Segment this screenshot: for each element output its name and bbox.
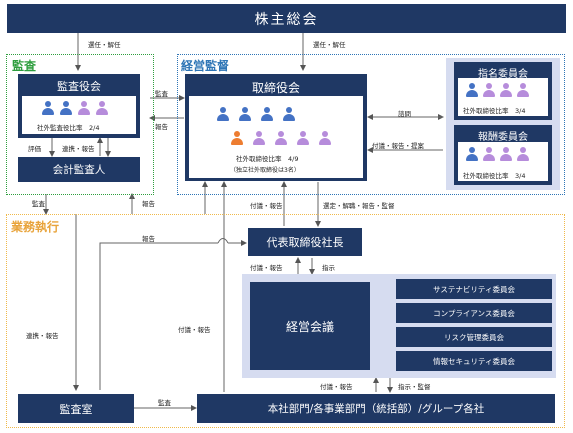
label-cooperate-report: 連携・報告: [26, 332, 59, 340]
president-ceo: 代表取締役社長: [248, 228, 362, 256]
person-icon: [41, 101, 55, 115]
label-evaluation: 評価: [28, 145, 41, 153]
person-icon: [77, 101, 91, 115]
label-instruct: 指示: [322, 264, 335, 272]
shareholders-meeting: 株主総会: [7, 4, 566, 33]
person-icon: [238, 107, 252, 121]
committee-info-security: 情報セキュリティ委員会: [396, 351, 552, 371]
board-title: 取締役会: [251, 81, 300, 95]
audit-office: 監査室: [18, 394, 134, 423]
compensation-members: [465, 147, 530, 161]
compensation-title: 報酬委員会: [478, 132, 528, 143]
audit-board-panel: 社外監査役比率 2/4: [22, 96, 136, 134]
person-icon: [482, 83, 496, 97]
person-icon: [95, 101, 109, 115]
committee-risk: リスク管理委員会: [396, 327, 552, 347]
person-icon: [318, 131, 332, 145]
label-elect-dismiss-right: 選任・解任: [313, 41, 346, 49]
label-proposal: 付議・報告・提案: [372, 142, 424, 150]
audit-board-ratio: 社外監査役比率 2/4: [37, 124, 100, 132]
label-submit-report-board: 付議・報告: [250, 202, 283, 210]
supervision-section: [177, 54, 565, 195]
nomination-ratio: 社外取締役比率 3/4: [463, 107, 526, 115]
person-icon: [499, 83, 513, 97]
label-submit-report-divisions: 付議・報告: [178, 326, 211, 334]
person-icon: [59, 101, 73, 115]
compensation-ratio: 社外取締役比率 3/4: [463, 172, 526, 180]
label-instruct-supervise: 指示・監督: [398, 383, 431, 391]
management-meeting: 経営会議: [250, 282, 370, 370]
label-report-to-audit: 報告: [155, 123, 168, 131]
label-report-up: 報告: [142, 200, 155, 208]
board-ratio: 社外取締役比率 4/9: [236, 155, 299, 163]
supervision-section-title: 経営監督: [181, 59, 230, 73]
label-audit-to-board: 監査: [155, 90, 168, 98]
label-consult: 諮問: [398, 110, 411, 118]
nomination-members: [465, 83, 530, 97]
label-appoint-supervise: 選定・解職・報告・監督: [323, 202, 395, 210]
label-cooperate-report: 連携・報告: [62, 145, 95, 153]
accounting-auditor: 会計監査人: [18, 157, 140, 182]
nomination-title: 指名委員会: [478, 69, 528, 80]
board-panel: 社外取締役比率 4/9 （独立社外取締役は3名）: [189, 96, 363, 178]
person-icon: [499, 147, 513, 161]
person-icon: [516, 83, 530, 97]
label-submit-report-mgmt: 付議・報告: [320, 383, 353, 391]
execution-section-title: 業務執行: [11, 220, 60, 234]
person-icon: [282, 107, 296, 121]
person-icon: [516, 147, 530, 161]
person-icon: [216, 107, 230, 121]
label-elect-dismiss-left: 選任・解任: [88, 41, 121, 49]
board-members-row1: [216, 107, 296, 121]
committee-compliance: コンプライアンス委員会: [396, 303, 552, 323]
person-icon: [260, 107, 274, 121]
person-icon: [465, 83, 479, 97]
person-icon: [252, 131, 266, 145]
audit-section-title: 監査: [12, 59, 37, 73]
label-report-to-president: 報告: [142, 235, 155, 243]
board-members-row2: [230, 131, 332, 145]
audit-board-title: 監査役会: [57, 80, 101, 93]
board-note: （独立社外取締役は3名）: [230, 167, 300, 174]
person-icon: [274, 131, 288, 145]
audit-board-members: [41, 101, 109, 115]
audit-section: [6, 54, 154, 195]
person-icon: [482, 147, 496, 161]
person-icon: [230, 131, 244, 145]
compensation-panel: 社外取締役比率 3/4: [458, 142, 548, 181]
business-divisions: 本社部門/各事業部門（統括部）/グループ各社: [197, 394, 555, 423]
person-icon: [465, 147, 479, 161]
label-audit-divisions: 監査: [158, 399, 171, 407]
label-submit-report-president: 付議・報告: [250, 264, 283, 272]
committee-sustainability: サステナビリティ委員会: [396, 279, 552, 299]
label-audit-down: 監査: [32, 200, 45, 208]
execution-section: [6, 214, 565, 428]
nomination-panel: 社外取締役比率 3/4: [458, 78, 548, 116]
person-icon: [296, 131, 310, 145]
